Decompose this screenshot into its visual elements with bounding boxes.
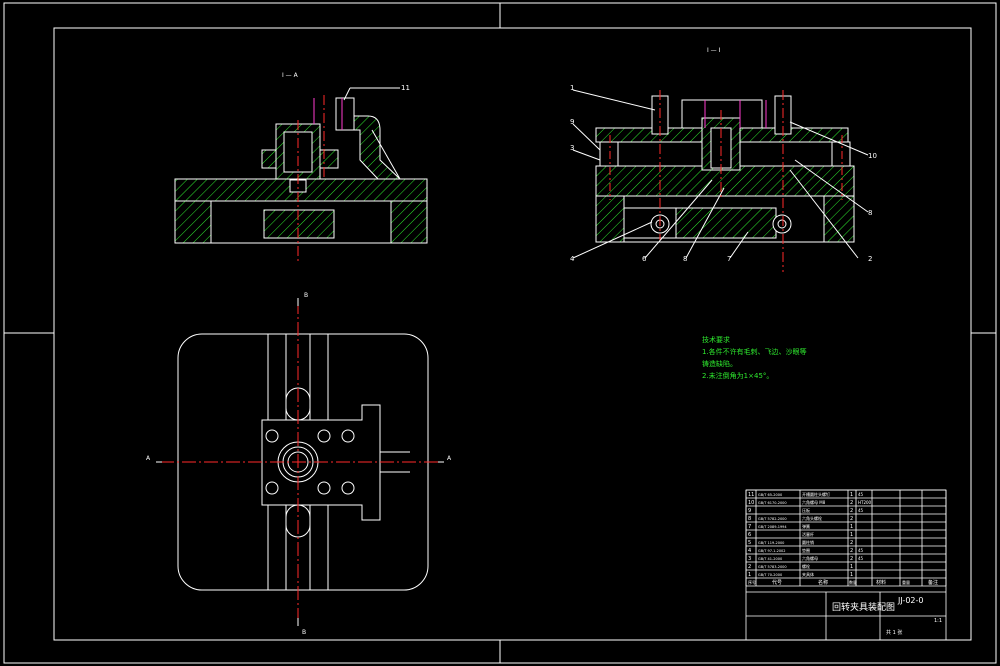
parts-header-no: 序号 bbox=[748, 579, 756, 585]
callout-right-10: 8 bbox=[868, 209, 872, 217]
title-block-drawing-no: JJ-02-0 bbox=[897, 596, 923, 605]
parts-row-mat: 45 bbox=[858, 508, 864, 513]
parts-row-name: 圆柱销 bbox=[802, 539, 814, 545]
parts-row-qty: 2 bbox=[850, 540, 853, 546]
parts-row-name: 垫圈 bbox=[802, 547, 810, 553]
parts-row-no: 5 bbox=[748, 540, 751, 546]
parts-row-code: GB/T 41-2000 bbox=[758, 557, 782, 561]
parts-row-no: 8 bbox=[748, 516, 751, 522]
plan-mark-top: B bbox=[304, 292, 308, 299]
callout-right-8: 7 bbox=[727, 255, 731, 263]
parts-row-code: GB/T 6170-2000 bbox=[758, 501, 787, 505]
parts-row-qty: 1 bbox=[850, 564, 853, 570]
callout-right-1: 1 bbox=[570, 84, 574, 92]
right-section-label: I — I bbox=[707, 47, 721, 54]
parts-header-remark: 备注 bbox=[928, 579, 938, 586]
parts-row-name: 六角螺母 M8 bbox=[802, 499, 826, 505]
plan-mark-bottom: B bbox=[302, 629, 306, 636]
parts-row-name: 六角头螺栓 bbox=[802, 515, 822, 521]
plan-mark-right: A bbox=[447, 455, 452, 462]
parts-row-code: GB/T 97.1-2002 bbox=[758, 549, 786, 553]
notes-line-1: 1.各件不许有毛刺、飞边、沙眼等 bbox=[702, 347, 807, 356]
callout-right-4: 10 bbox=[868, 152, 877, 160]
parts-header-code: 代号 bbox=[772, 579, 782, 586]
left-section-label: I — A bbox=[282, 72, 299, 79]
title-block-scale: 1:1 bbox=[934, 618, 942, 624]
parts-row-name: 开槽圆柱头螺钉 bbox=[802, 491, 830, 497]
callout-right-9: 2 bbox=[868, 255, 872, 263]
parts-row-code: GB/T 65-2000 bbox=[758, 493, 782, 497]
parts-row-no: 3 bbox=[748, 556, 751, 562]
parts-row-qty: 2 bbox=[850, 508, 853, 514]
parts-row-name: 螺栓 bbox=[802, 563, 810, 569]
parts-row-qty: 2 bbox=[850, 500, 853, 506]
sheet-frame bbox=[3, 2, 997, 664]
callout-right-5: 4 bbox=[570, 255, 575, 263]
parts-row-qty: 1 bbox=[850, 532, 853, 538]
parts-row-name: 活塞杆 bbox=[802, 531, 814, 537]
parts-row-no: 6 bbox=[748, 532, 751, 538]
parts-row-code: GB/T 70-2000 bbox=[758, 573, 782, 577]
parts-row-name: 六角螺母 bbox=[802, 555, 818, 561]
parts-row-no: 1 bbox=[748, 572, 751, 578]
parts-row-no: 2 bbox=[748, 564, 751, 570]
parts-header-qty: 数量 bbox=[849, 579, 857, 585]
notes-line-3: 2.未注倒角为1×45°。 bbox=[702, 371, 773, 380]
leader-lines-right bbox=[572, 89, 869, 259]
left-section-view bbox=[174, 87, 428, 262]
parts-row-no: 4 bbox=[748, 548, 751, 554]
parts-row-mat: HT200 bbox=[858, 500, 872, 505]
parts-row-mat: 45 bbox=[858, 556, 864, 561]
parts-row-code: GB/T 2089-1994 bbox=[758, 525, 787, 529]
parts-header-weight: 重量 bbox=[902, 579, 910, 585]
callout-right-2: 9 bbox=[570, 118, 574, 126]
parts-row-name: 弹簧 bbox=[802, 523, 810, 529]
plan-cut-marks bbox=[156, 298, 444, 626]
callout-right-3: 3 bbox=[570, 144, 574, 152]
callout-right-6: 6 bbox=[642, 255, 647, 263]
parts-row-code: GB/T 119-2000 bbox=[758, 541, 784, 545]
parts-row-no: 7 bbox=[748, 524, 751, 530]
callout-11: 11 bbox=[401, 84, 410, 92]
parts-row-qty: 1 bbox=[850, 524, 853, 530]
parts-row-mat: 45 bbox=[858, 492, 864, 497]
notes-heading: 技术要求 bbox=[702, 335, 730, 344]
parts-row-qty: 1 bbox=[850, 572, 853, 578]
parts-row-no: 9 bbox=[748, 508, 751, 514]
parts-row-qty: 2 bbox=[850, 548, 853, 554]
parts-row-no: 10 bbox=[748, 500, 754, 506]
callout-right-7: 8 bbox=[683, 255, 687, 263]
parts-header-name: 名称 bbox=[818, 579, 828, 586]
parts-row-name: 压板 bbox=[802, 507, 810, 513]
title-block-sheet: 共 1 张 bbox=[886, 629, 902, 636]
parts-header-mat: 材料 bbox=[876, 579, 886, 586]
right-section-view bbox=[595, 90, 855, 272]
parts-row-qty: 1 bbox=[850, 492, 853, 498]
parts-row-mat: 45 bbox=[858, 548, 864, 553]
parts-row-no: 11 bbox=[748, 492, 754, 498]
parts-row-code: GB/T 5782-2000 bbox=[758, 517, 787, 521]
plan-centerlines bbox=[160, 300, 440, 625]
parts-row-name: 夹具体 bbox=[802, 571, 814, 577]
parts-row-qty: 2 bbox=[850, 556, 853, 562]
parts-row-qty: 2 bbox=[850, 516, 853, 522]
notes-line-2: 铸造缺陷。 bbox=[702, 359, 737, 368]
plan-mark-left: A bbox=[146, 455, 151, 462]
parts-row-code: GB/T 5783-2000 bbox=[758, 565, 787, 569]
title-block-title: 回转夹具装配图 bbox=[832, 601, 895, 613]
